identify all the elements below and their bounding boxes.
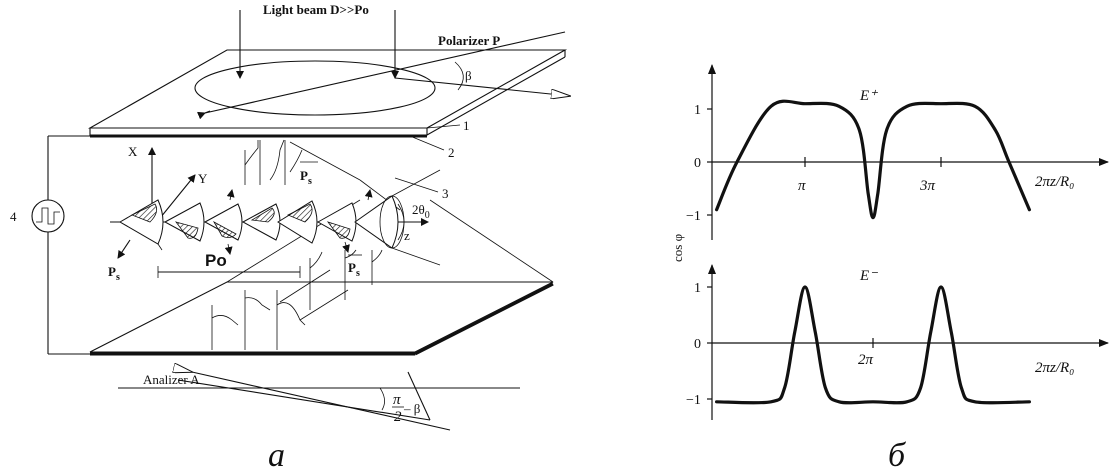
lc-cell-diagram: Light beam D>>Po Polarizer P β 1 2 3 [10, 2, 570, 474]
x-axis-label: X [128, 144, 138, 159]
cos-phi-charts: cos φ 1 0 −1 π 3π E⁺ 2πz/R₀ 1 0 −1 2π E⁻ 2πz/R₀ б [670, 64, 1109, 474]
chart-title: E⁻ [859, 268, 878, 284]
polarizer-label: Polarizer P [438, 33, 500, 48]
pitch-dimension: Po [157, 251, 301, 278]
analyzer: Analizer A π 2 – β [118, 372, 520, 431]
y-axis-label: Y [198, 171, 208, 186]
polarizer-direction: Polarizer P β [197, 31, 570, 120]
pi-over-2-label: π [393, 392, 401, 408]
x-axis-label: 2πz/R₀ [1035, 174, 1074, 190]
caption-b: б [888, 437, 907, 474]
theta-label: 2θ0 [412, 202, 430, 221]
label-4: 4 [10, 209, 17, 224]
series-line [715, 285, 1031, 405]
ps-vector-top: Ps [300, 161, 318, 187]
plate-number-labels: 1 2 3 [289, 118, 470, 211]
label-2: 2 [448, 145, 455, 160]
beta-label: β [465, 68, 472, 83]
x-axis-label: 2πz/R₀ [1035, 360, 1074, 376]
chart-e-plus: 1 0 −1 π 3π E⁺ 2πz/R₀ [686, 64, 1109, 240]
y-axis-label: cos φ [670, 234, 685, 262]
chart-title: E⁺ [859, 88, 878, 104]
cone [203, 203, 243, 241]
ps-label-left: Ps [108, 264, 120, 283]
top-plate [87, 49, 568, 138]
y-tick-label: 1 [694, 281, 701, 296]
helix-cones [119, 189, 405, 255]
light-beam: Light beam D>>Po [236, 2, 399, 79]
y-tick-label: −1 [686, 209, 701, 224]
pitch-label: Po [205, 251, 227, 270]
cone [241, 203, 281, 241]
cone [277, 200, 318, 244]
z-axis-label: z [404, 228, 410, 243]
label-1: 1 [463, 118, 470, 133]
y-tick-label: 1 [694, 103, 701, 118]
analyzer-label: Analizer A [143, 372, 200, 387]
label-3: 3 [442, 186, 449, 201]
x-tick-label: π [798, 178, 806, 194]
light-beam-label: Light beam D>>Po [263, 2, 369, 17]
two-label: 2 [394, 409, 402, 425]
slice-profiles-lower [211, 249, 383, 350]
x-tick-label: 3π [919, 178, 936, 194]
y-tick-label: 0 [694, 337, 701, 352]
cone [163, 202, 205, 242]
ps-label-top: Ps [300, 168, 312, 187]
cone [119, 199, 164, 245]
ps-label-mid: Ps [348, 260, 360, 279]
ps-vector-left: Ps [108, 239, 131, 283]
x-tick-label: 2π [858, 352, 874, 368]
slice-profiles-upper [244, 139, 303, 185]
bottom-plate [89, 199, 554, 356]
cone [354, 195, 399, 249]
cone [316, 202, 357, 242]
chart-e-minus: 1 0 −1 2π E⁻ 2πz/R₀ [686, 264, 1109, 420]
minus-beta-label: – β [403, 401, 421, 416]
y-tick-label: −1 [686, 393, 701, 408]
cone-angle: 2θ0 [391, 169, 441, 266]
voltage-source: 4 [10, 135, 90, 355]
y-tick-label: 0 [694, 156, 701, 171]
ps-vector-mid: Ps [348, 254, 362, 279]
series-line [715, 99, 1031, 220]
caption-a: а [268, 437, 285, 474]
